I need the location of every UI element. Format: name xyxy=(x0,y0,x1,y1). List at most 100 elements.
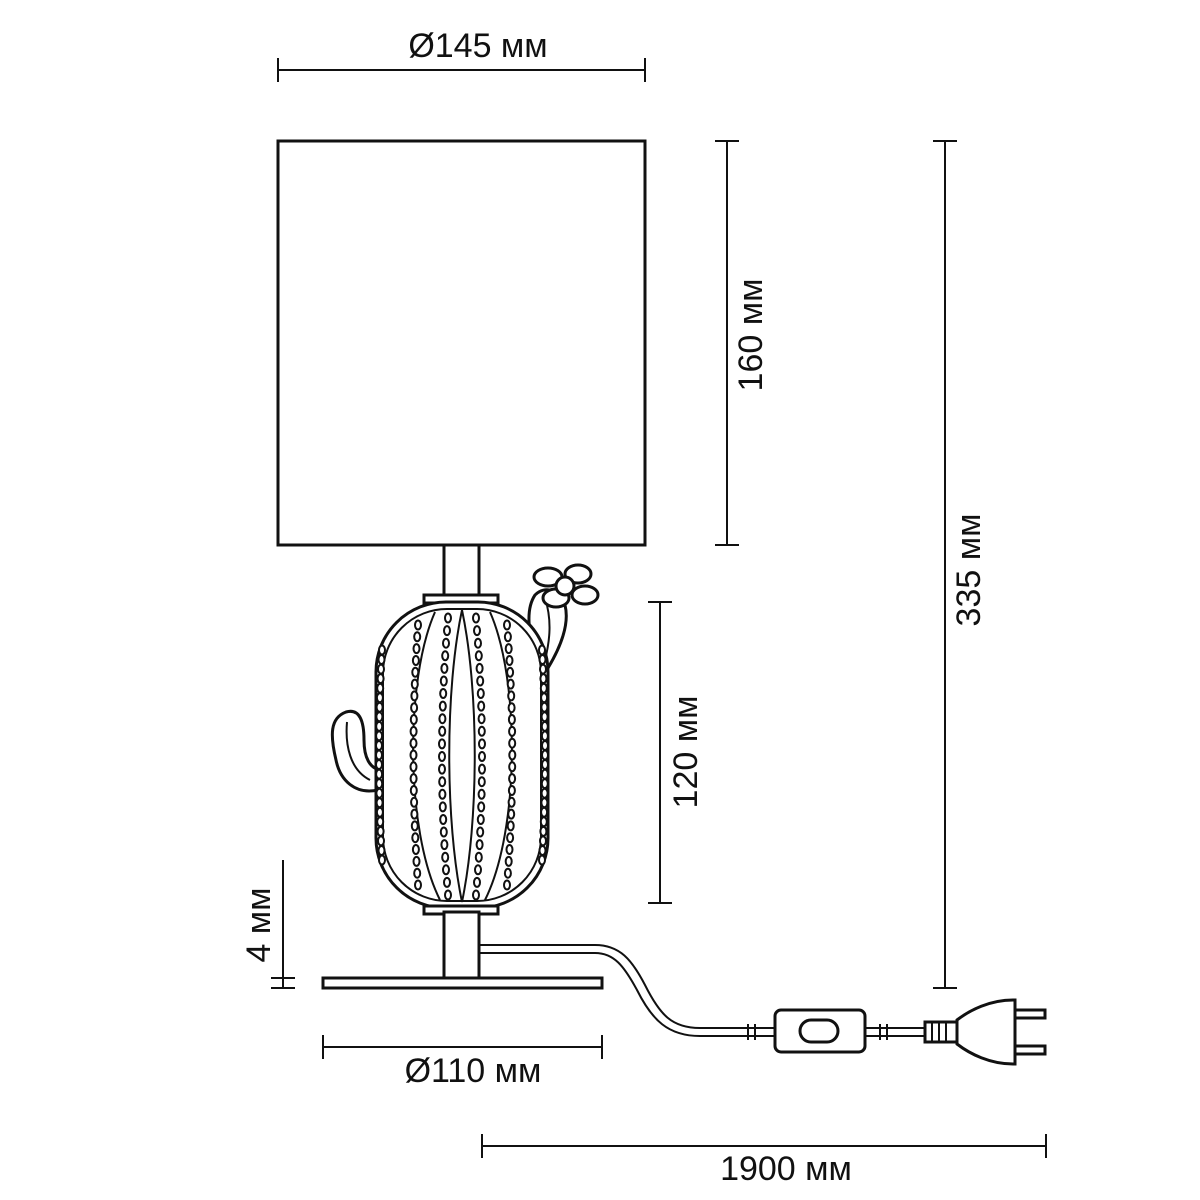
cactus-bead xyxy=(507,714,516,725)
plug-pin-bottom xyxy=(1013,1044,1047,1056)
cactus-bead xyxy=(475,839,484,851)
cactus-bead xyxy=(377,845,386,856)
cactus-bead xyxy=(506,666,515,678)
total-height-dimension: 335 мм xyxy=(933,140,988,989)
cactus-bead xyxy=(473,625,481,637)
cactus-bead xyxy=(476,688,485,699)
shade-height-label: 160 мм xyxy=(732,279,770,392)
upper-stem xyxy=(442,543,481,599)
cactus-bead xyxy=(438,751,446,762)
cactus-bead xyxy=(540,768,549,780)
cactus-bead xyxy=(442,864,450,876)
cactus-bead xyxy=(439,814,448,825)
inline-switch xyxy=(773,1008,867,1054)
cactus-bead xyxy=(474,650,483,662)
cactus-bead xyxy=(410,678,419,690)
cactus-bead xyxy=(443,625,451,637)
cactus-bead xyxy=(472,889,480,901)
cactus-main-body xyxy=(374,600,550,910)
cactus-bead xyxy=(376,673,385,685)
total-height-label: 335 мм xyxy=(950,514,988,627)
cactus-bead xyxy=(478,763,486,775)
cactus-bead xyxy=(540,797,549,809)
cactus-bead xyxy=(476,675,485,687)
cactus-bead xyxy=(375,730,384,742)
cactus-bead xyxy=(477,725,486,737)
cactus-bead xyxy=(378,644,386,656)
cactus-bead xyxy=(506,832,515,844)
cactus-bead xyxy=(476,826,485,838)
cactus-bead xyxy=(376,682,385,694)
cactus-bead xyxy=(441,650,450,662)
cactus-bead xyxy=(540,720,549,732)
base-diameter-dimension: Ø110 мм xyxy=(322,1035,603,1090)
base-thickness-dimension: 4 мм xyxy=(240,860,295,989)
cactus-bead xyxy=(540,711,549,723)
cactus-bead xyxy=(540,806,549,818)
cactus-bead xyxy=(507,808,516,820)
power-cord-to-plug xyxy=(865,1027,925,1037)
base-thickness-label: 4 мм xyxy=(240,887,278,962)
cactus-bead xyxy=(442,637,450,649)
cactus-bead xyxy=(539,816,548,828)
cactus-bead xyxy=(414,879,422,891)
cactus-bead xyxy=(375,692,384,704)
cactus-bead xyxy=(375,711,384,723)
cactus-bead xyxy=(503,879,511,891)
cactus-bead xyxy=(474,851,483,863)
cactus-bead xyxy=(508,749,517,761)
cactus-bead xyxy=(541,759,549,770)
cactus-bead xyxy=(409,737,418,749)
cactus-bead xyxy=(540,692,549,704)
cactus-bead xyxy=(538,845,547,856)
cactus-bead xyxy=(377,663,385,675)
cactus-bead xyxy=(411,666,420,678)
cactus-bead xyxy=(538,644,546,656)
cactus-bead xyxy=(410,808,419,820)
cactus-bead xyxy=(508,761,517,773)
cactus-bead xyxy=(503,631,512,643)
cactus-bead xyxy=(538,854,546,866)
cactus-bead xyxy=(539,663,547,675)
cactus-bead xyxy=(412,643,421,655)
cactus-bead xyxy=(477,801,486,813)
cactus-bead xyxy=(409,773,418,785)
cactus-bead xyxy=(506,820,515,832)
cactus-bead xyxy=(439,688,448,699)
plug-strain-relief xyxy=(923,1020,959,1044)
cactus-bead xyxy=(505,655,514,666)
cactus-bead xyxy=(507,702,516,714)
cactus-left-arm-rib xyxy=(345,721,371,781)
cactus-bead xyxy=(540,701,549,713)
cactus-rib-3 xyxy=(461,609,476,903)
plug-pin-top xyxy=(1013,1008,1047,1020)
cactus-bead xyxy=(441,851,450,863)
cactus-bead xyxy=(506,678,515,690)
cactus-bead xyxy=(438,763,446,775)
cactus-bead xyxy=(438,713,447,725)
power-cord-edge xyxy=(479,952,775,1037)
cactus-bead xyxy=(541,740,549,751)
cactus-bead xyxy=(476,814,485,825)
cactus-bead xyxy=(475,662,484,674)
cactus-bead xyxy=(375,768,384,780)
cactus-bead xyxy=(444,612,452,624)
cactus-bead xyxy=(375,806,384,818)
cactus-bead xyxy=(538,654,547,665)
cactus-bead xyxy=(377,835,385,847)
cactus-bead xyxy=(413,631,422,643)
cactus-bead xyxy=(440,662,449,674)
cactus-bead xyxy=(438,776,447,788)
cactus-bead xyxy=(375,740,383,751)
cactus-bead xyxy=(503,867,512,879)
cactus-bead xyxy=(539,825,548,837)
cactus-bead xyxy=(438,801,447,813)
cactus-bead xyxy=(410,702,419,714)
cactus-bead xyxy=(540,730,549,742)
base-diameter-label: Ø110 мм xyxy=(405,1052,542,1090)
cactus-bead xyxy=(409,749,418,761)
cactus-bead xyxy=(541,749,549,761)
cactus-bead xyxy=(439,826,448,838)
cactus-beads xyxy=(375,612,549,901)
cactus-bead xyxy=(410,690,419,702)
